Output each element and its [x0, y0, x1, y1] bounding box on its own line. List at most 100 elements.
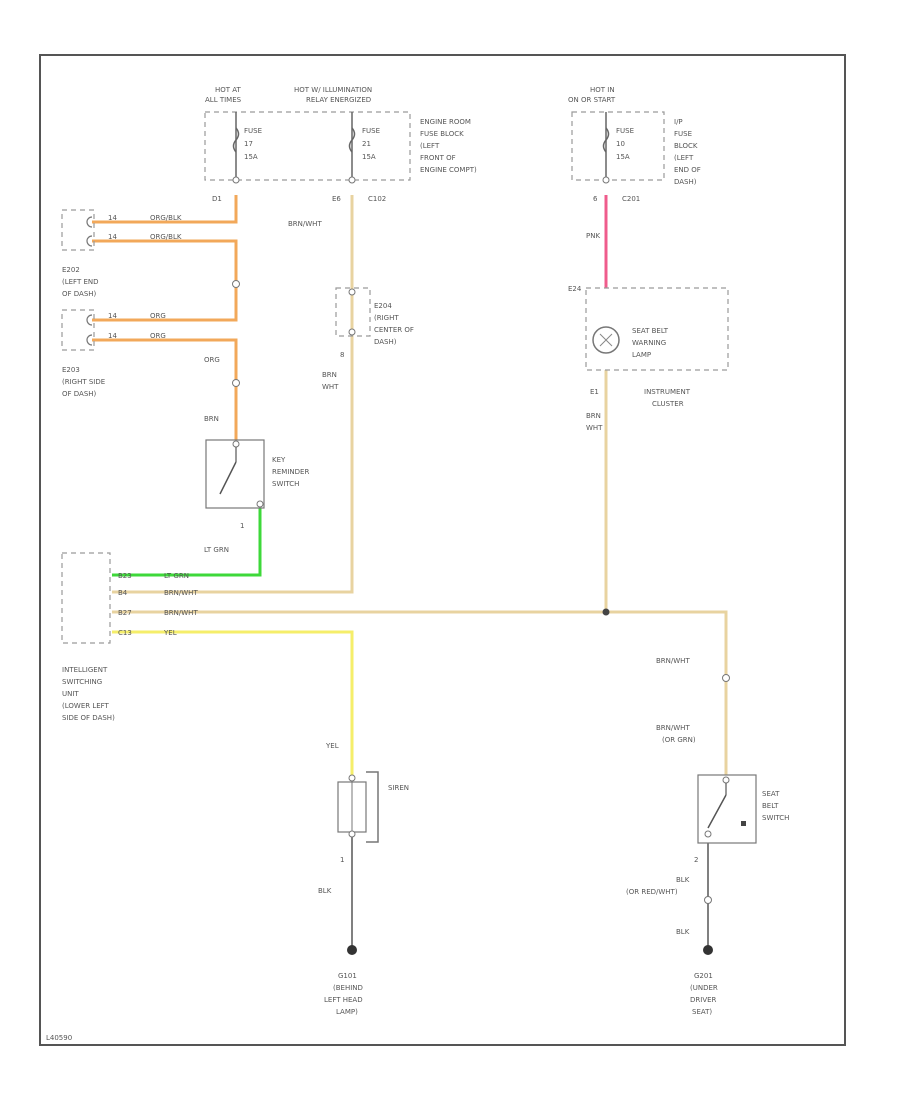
ip-fuse-label-6: DASH) [674, 178, 697, 186]
fuse-21-terminal-icon [348, 176, 356, 184]
wire-blk-red-b: (OR RED/WHT) [626, 888, 678, 896]
e202-pin-b: 14 [108, 233, 117, 241]
key-switch-terminal-top-icon [232, 440, 240, 448]
wire-brn-wht-left [112, 195, 354, 594]
e203-terminal-a-icon [86, 314, 93, 326]
wire-blk-ground-label: BLK [676, 928, 690, 936]
intelligent-switching-unit: B23 LT GRN B4 BRN/WHT B27 BRN/WHT C13 YE… [61, 552, 198, 722]
wire-brn-wht-top-label: BRN/WHT [288, 220, 322, 228]
e204-terminal-top-icon [348, 288, 356, 296]
seat-belt-switch: BRN/WHT BRN/WHT (OR GRN) SEAT BELT SWITC… [626, 657, 789, 936]
isu-label-2: SWITCHING [62, 678, 102, 686]
cluster-outline [585, 287, 729, 371]
g201-label-3: DRIVER [690, 996, 717, 1004]
ground-g101: G101 (BEHIND LEFT HEAD LAMP) [324, 945, 363, 1016]
e204-terminal-bottom-icon [348, 328, 356, 336]
siren-pin: 1 [340, 856, 344, 864]
isu-pin-b27: B27 [118, 609, 132, 617]
e202-terminal-b-icon [86, 235, 93, 247]
e202-outline [61, 209, 95, 251]
engine-room-fuse-block: HOT AT ALL TIMES HOT W/ ILLUMINATION REL… [204, 86, 477, 203]
wire-brn-wht-right-label: BRN/WHT [656, 657, 690, 665]
pin-d1-label: D1 [212, 195, 222, 203]
fuse-17-l2: 17 [244, 140, 253, 148]
wire-lt-grn-label: LT GRN [204, 546, 229, 554]
e202-label-1: E202 [62, 266, 80, 274]
all-times-label: ALL TIMES [205, 96, 242, 104]
e202-label-3: OF DASH) [62, 290, 97, 298]
e202-terminal-a-icon [86, 216, 93, 228]
connector-e202: 14 14 ORG/BLK ORG/BLK E202 (LEFT END OF … [61, 209, 240, 298]
isu-pin-b4: B4 [118, 589, 128, 597]
pin-e6-label: E6 [332, 195, 341, 203]
on-or-start-label: ON OR START [568, 96, 616, 104]
e204-label-3: CENTER OF [374, 326, 414, 334]
fuse-17-element-icon [232, 127, 240, 153]
e203-label-2: (RIGHT SIDE [62, 378, 105, 386]
cluster-wire-b: WHT [586, 424, 603, 432]
pin-6-label: 6 [593, 195, 598, 203]
cluster-label-1: INSTRUMENT [644, 388, 691, 396]
seat-lamp-label-1: SEAT BELT [632, 327, 669, 335]
wire-brn-label: BRN [204, 415, 219, 423]
fuse-17-terminal-icon [232, 176, 240, 184]
seat-ground-connector-icon [704, 896, 712, 904]
instrument-cluster: E24 SEAT BELT WARNING LAMP INSTRUMENT CL… [568, 285, 729, 432]
key-switch-label-2: REMINDER [272, 468, 309, 476]
ip-fuse-label-3: BLOCK [674, 142, 698, 150]
engine-fuse-box-outline [204, 111, 411, 181]
splice-node-icon [602, 608, 610, 616]
seat-lamp-label-2: WARNING [632, 339, 666, 347]
ground-g201: G201 (UNDER DRIVER SEAT) [690, 945, 718, 1016]
fuse-10-l2: 10 [616, 140, 625, 148]
ground-g101-icon [347, 945, 357, 955]
ip-fuse-label-1: I/P [674, 118, 683, 126]
key-reminder-switch: KEY REMINDER SWITCH 1 LT GRN [204, 439, 309, 554]
wires [92, 195, 728, 948]
isu-outline [61, 552, 111, 644]
relay-energized-label: RELAY ENERGIZED [306, 96, 371, 104]
e203-wire-b: ORG [150, 332, 166, 340]
e203-pin-a: 14 [108, 312, 117, 320]
fuse-21-l3: 15A [362, 153, 376, 161]
wire-pnk-label: PNK [586, 232, 600, 240]
key-switch-pin: 1 [240, 522, 244, 530]
e202-label-2: (LEFT END [62, 278, 99, 286]
isu-wire-b27: BRN/WHT [164, 609, 198, 617]
isu-pin-c13: C13 [118, 629, 132, 637]
e203-wire-a: ORG [150, 312, 166, 320]
cluster-pin-top: E24 [568, 285, 582, 293]
ip-fuse-block: HOT IN ON OR START FUSE 10 15A I/P FUSE … [568, 86, 701, 203]
wire-org-blk-bottom [92, 239, 238, 322]
e204-label-2: (RIGHT [374, 314, 399, 322]
g101-label-3: LEFT HEAD [324, 996, 363, 1004]
siren: YEL SIREN 1 BLK [318, 742, 409, 895]
g201-label-4: SEAT) [692, 1008, 712, 1016]
e204-outline [335, 287, 371, 337]
wire-org [92, 338, 238, 440]
e202-wire-a: ORG/BLK [150, 214, 182, 222]
cluster-label-2: CLUSTER [652, 400, 684, 408]
seat-switch-contact-icon [707, 794, 727, 829]
g101-label-4: LAMP) [336, 1008, 358, 1016]
hot-illum-label: HOT W/ ILLUMINATION [294, 86, 372, 94]
key-switch-box [205, 439, 265, 509]
ip-fuse-label-5: END OF [674, 166, 701, 174]
wire-yel-label: YEL [325, 742, 339, 750]
e204-label-4: DASH) [374, 338, 397, 346]
fuse-10-l1: FUSE [616, 127, 634, 135]
e204-pin: 8 [340, 351, 344, 359]
diagram-id-footer: L40590 [46, 1034, 72, 1042]
hot-at-label: HOT AT [215, 86, 242, 94]
seat-switch-label-2: BELT [762, 802, 779, 810]
isu-label-5: SIDE OF DASH) [62, 714, 115, 722]
fuse-21-l2: 21 [362, 140, 371, 148]
conn-c201-label: C201 [622, 195, 640, 203]
isu-wire-b23: LT GRN [164, 572, 189, 580]
fuse-10-terminal-icon [602, 176, 610, 184]
seat-switch-label-3: SWITCH [762, 814, 789, 822]
cluster-pin-bottom: E1 [590, 388, 599, 396]
isu-wire-c13: YEL [163, 629, 177, 637]
e204-wire-a: BRN [322, 371, 337, 379]
